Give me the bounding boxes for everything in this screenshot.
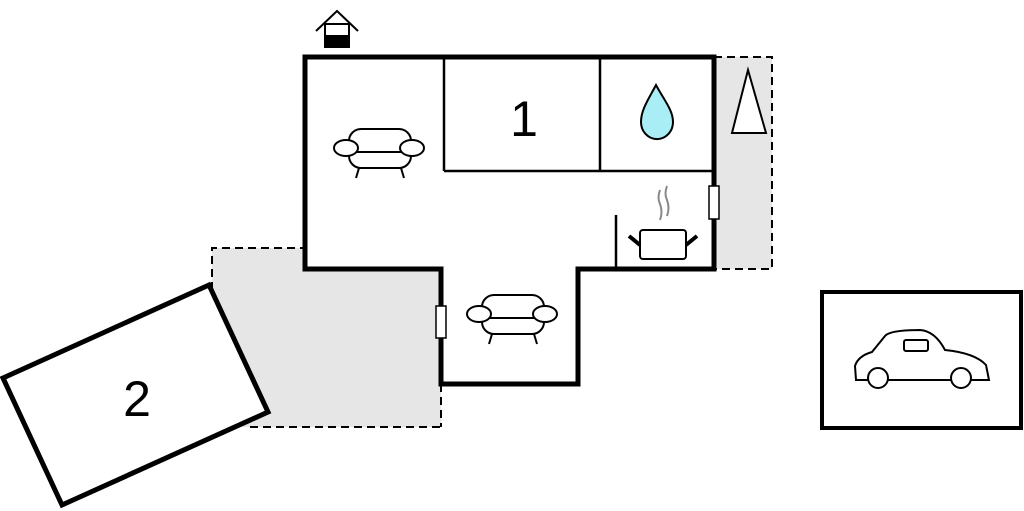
water-drop-icon (639, 82, 675, 141)
sofa-icon (466, 294, 558, 345)
tree-icon (730, 66, 768, 134)
house-entrance-icon (315, 9, 359, 48)
parking-area (820, 290, 1023, 430)
annex-2: 2 (0, 281, 272, 509)
window (708, 185, 720, 220)
cooking-pot-icon (627, 185, 699, 260)
annex-2-label: 2 (123, 371, 151, 427)
door (435, 305, 447, 339)
car-icon (853, 328, 991, 389)
sofa-icon (333, 128, 425, 179)
interior-walls (442, 57, 714, 269)
room-1-label: 1 (510, 91, 538, 147)
left-terrace (211, 247, 442, 428)
